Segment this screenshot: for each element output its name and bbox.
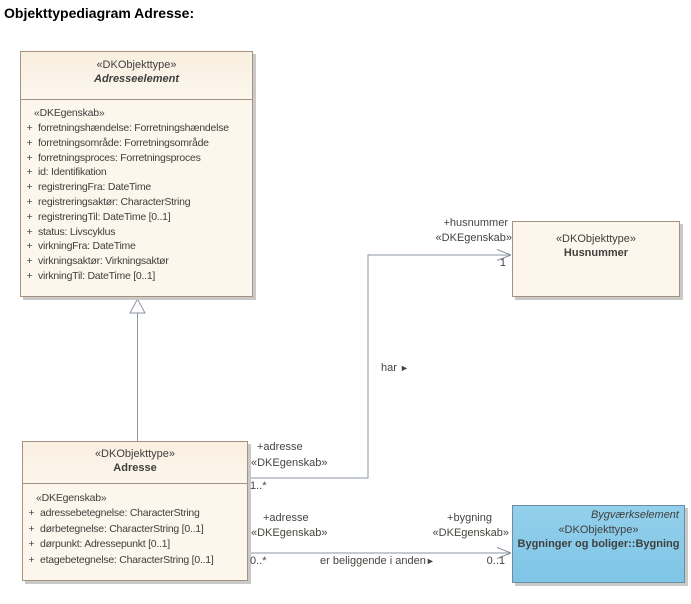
attribute-text: virkningTil: DateTime [0..1] bbox=[38, 269, 156, 282]
beliggende-target-stereotype-label: «DKEgenskab» bbox=[432, 527, 509, 539]
attribute-stereotype: «DKEgenskab» bbox=[36, 492, 107, 504]
class-stereotype: «DKObjekttype» bbox=[555, 233, 637, 245]
class-box-adresse: «DKObjekttype» Adresse «DKEgenskab» + adr… bbox=[22, 441, 248, 581]
attribute-row: + forretningsproces: Forretningsproces bbox=[21, 151, 252, 166]
attribute-text: etagebetegnelse: CharacterString [0..1] bbox=[40, 553, 214, 566]
attribute-row: + id: Identifikation bbox=[21, 165, 252, 180]
har-target-multiplicity-label: 1 bbox=[499, 257, 506, 269]
attribute-text: id: Identifikation bbox=[38, 166, 107, 179]
visibility: + bbox=[26, 181, 33, 194]
attribute-text: status: Livscyklus bbox=[38, 225, 116, 238]
beliggende-source-stereotype-label: «DKEgenskab» bbox=[251, 527, 328, 539]
attribute-row: + dørbetegnelse: CharacterString [0..1] bbox=[23, 522, 247, 538]
beliggende-source-role-label: +adresse bbox=[263, 512, 309, 524]
visibility: + bbox=[26, 240, 33, 253]
attribute-text: registreringFra: DateTime bbox=[38, 181, 151, 194]
attribute-text: virkningFra: DateTime bbox=[38, 240, 136, 253]
attribute-stereotype: «DKEgenskab» bbox=[34, 107, 105, 119]
visibility: + bbox=[26, 166, 33, 179]
visibility: + bbox=[28, 507, 35, 519]
class-box-bygning: Bygværkselement «DKObjekttype» Bygninger… bbox=[512, 505, 685, 583]
visibility: + bbox=[26, 151, 33, 164]
visibility: + bbox=[28, 522, 35, 535]
direction-right-icon: ► bbox=[425, 556, 435, 566]
class-header: «DKObjekttype» Bygninger og boliger::Byg… bbox=[513, 522, 684, 552]
attribute-text: dørbetegnelse: CharacterString [0..1] bbox=[40, 522, 204, 535]
attribute-row: + dørpunkt: Adressepunkt [0..1] bbox=[23, 537, 247, 553]
association-har-line bbox=[248, 254, 510, 479]
generalization-triangle-icon bbox=[129, 297, 146, 314]
attribute-row: + virkningFra: DateTime bbox=[21, 239, 252, 254]
attribute-row: + status: Livscyklus bbox=[21, 225, 252, 240]
visibility: + bbox=[28, 553, 35, 566]
har-source-stereotype-label: «DKEgenskab» bbox=[251, 457, 328, 469]
association-har-open-arrowhead-icon bbox=[496, 249, 512, 261]
direction-right-icon: ► bbox=[399, 363, 409, 373]
class-name: Husnummer bbox=[563, 247, 629, 259]
har-source-multiplicity-label: 1..* bbox=[250, 480, 267, 492]
attribute-row: + registreringTil: DateTime [0..1] bbox=[21, 210, 252, 225]
beliggende-target-role-label: +bygning bbox=[447, 512, 492, 524]
attribute-row: + etagebetegnelse: CharacterString [0..1] bbox=[23, 553, 247, 569]
class-header: «DKObjekttype» Adresseelement bbox=[21, 52, 252, 99]
attribute-row: + forretningshændelse: Forretningshændels… bbox=[21, 121, 252, 136]
diagram-title: Objekttypediagram Adresse: bbox=[4, 5, 195, 21]
visibility: + bbox=[26, 225, 33, 238]
class-box-adresseelement: «DKObjekttype» Adresseelement «DKEgenska… bbox=[20, 51, 253, 297]
connector-name: har bbox=[381, 362, 397, 374]
attribute-text: forretningsområde: Forretningsområde bbox=[38, 136, 209, 149]
package-label: Bygværkselement bbox=[590, 509, 679, 521]
har-target-role-label: +husnummer bbox=[443, 217, 508, 229]
attribute-text: adressebetegnelse: CharacterString bbox=[40, 507, 200, 519]
attribute-row: + adressebetegnelse: CharacterString bbox=[23, 506, 247, 522]
class-stereotype: «DKObjekttype» bbox=[96, 59, 177, 71]
attribute-row: + registreringFra: DateTime bbox=[21, 180, 252, 195]
attribute-row: + virkningsaktør: Virkningsaktør bbox=[21, 254, 252, 269]
class-stereotype: «DKObjekttype» bbox=[94, 448, 176, 460]
connector-name: er beliggende i anden bbox=[320, 555, 426, 567]
attribute-row: + virkningTil: DateTime [0..1] bbox=[21, 269, 252, 284]
visibility: + bbox=[26, 210, 33, 223]
class-header: «DKObjekttype» Husnummer bbox=[513, 222, 679, 261]
attributes-section: «DKEgenskab» + adressebetegnelse: Charact… bbox=[23, 483, 247, 568]
class-name: Adresse bbox=[113, 462, 157, 474]
attribute-text: forretningsproces: Forretningsproces bbox=[38, 151, 201, 164]
attribute-text: registreringTil: DateTime [0..1] bbox=[38, 210, 171, 223]
class-name: Bygninger og boliger::Bygning bbox=[517, 538, 680, 550]
attribute-text: dørpunkt: Adressepunkt [0..1] bbox=[40, 538, 170, 550]
har-target-stereotype-label: «DKEgenskab» bbox=[435, 232, 512, 244]
beliggende-source-multiplicity-label: 0..* bbox=[250, 555, 267, 567]
visibility: + bbox=[28, 538, 35, 550]
class-header: «DKObjekttype» Adresse bbox=[23, 442, 247, 483]
visibility: + bbox=[26, 269, 33, 282]
visibility: + bbox=[26, 255, 33, 268]
class-box-husnummer: «DKObjekttype» Husnummer bbox=[512, 221, 680, 297]
attribute-text: virkningsaktør: Virkningsaktør bbox=[38, 255, 169, 268]
beliggende-target-multiplicity-label: 0..1 bbox=[486, 555, 505, 567]
har-source-role-label: +adresse bbox=[257, 441, 303, 453]
visibility: + bbox=[26, 136, 33, 149]
class-stereotype: «DKObjekttype» bbox=[558, 524, 639, 536]
attributes-section: «DKEgenskab» + forretningshændelse: Forre… bbox=[21, 99, 252, 284]
har-name-label: har ► bbox=[381, 362, 409, 374]
beliggende-name-label: er beliggende i anden► bbox=[320, 555, 435, 567]
visibility: + bbox=[26, 122, 33, 134]
attribute-text: forretningshændelse: Forretningshændelse bbox=[38, 122, 229, 134]
attribute-row: + forretningsområde: Forretningsområde bbox=[21, 136, 252, 151]
attribute-row: + registreringsaktør: CharacterString bbox=[21, 195, 252, 210]
attribute-text: registreringsaktør: CharacterString bbox=[38, 195, 191, 208]
visibility: + bbox=[26, 195, 33, 208]
class-name: Adresseelement bbox=[94, 73, 179, 85]
association-beliggende-open-arrowhead-icon bbox=[496, 547, 512, 559]
